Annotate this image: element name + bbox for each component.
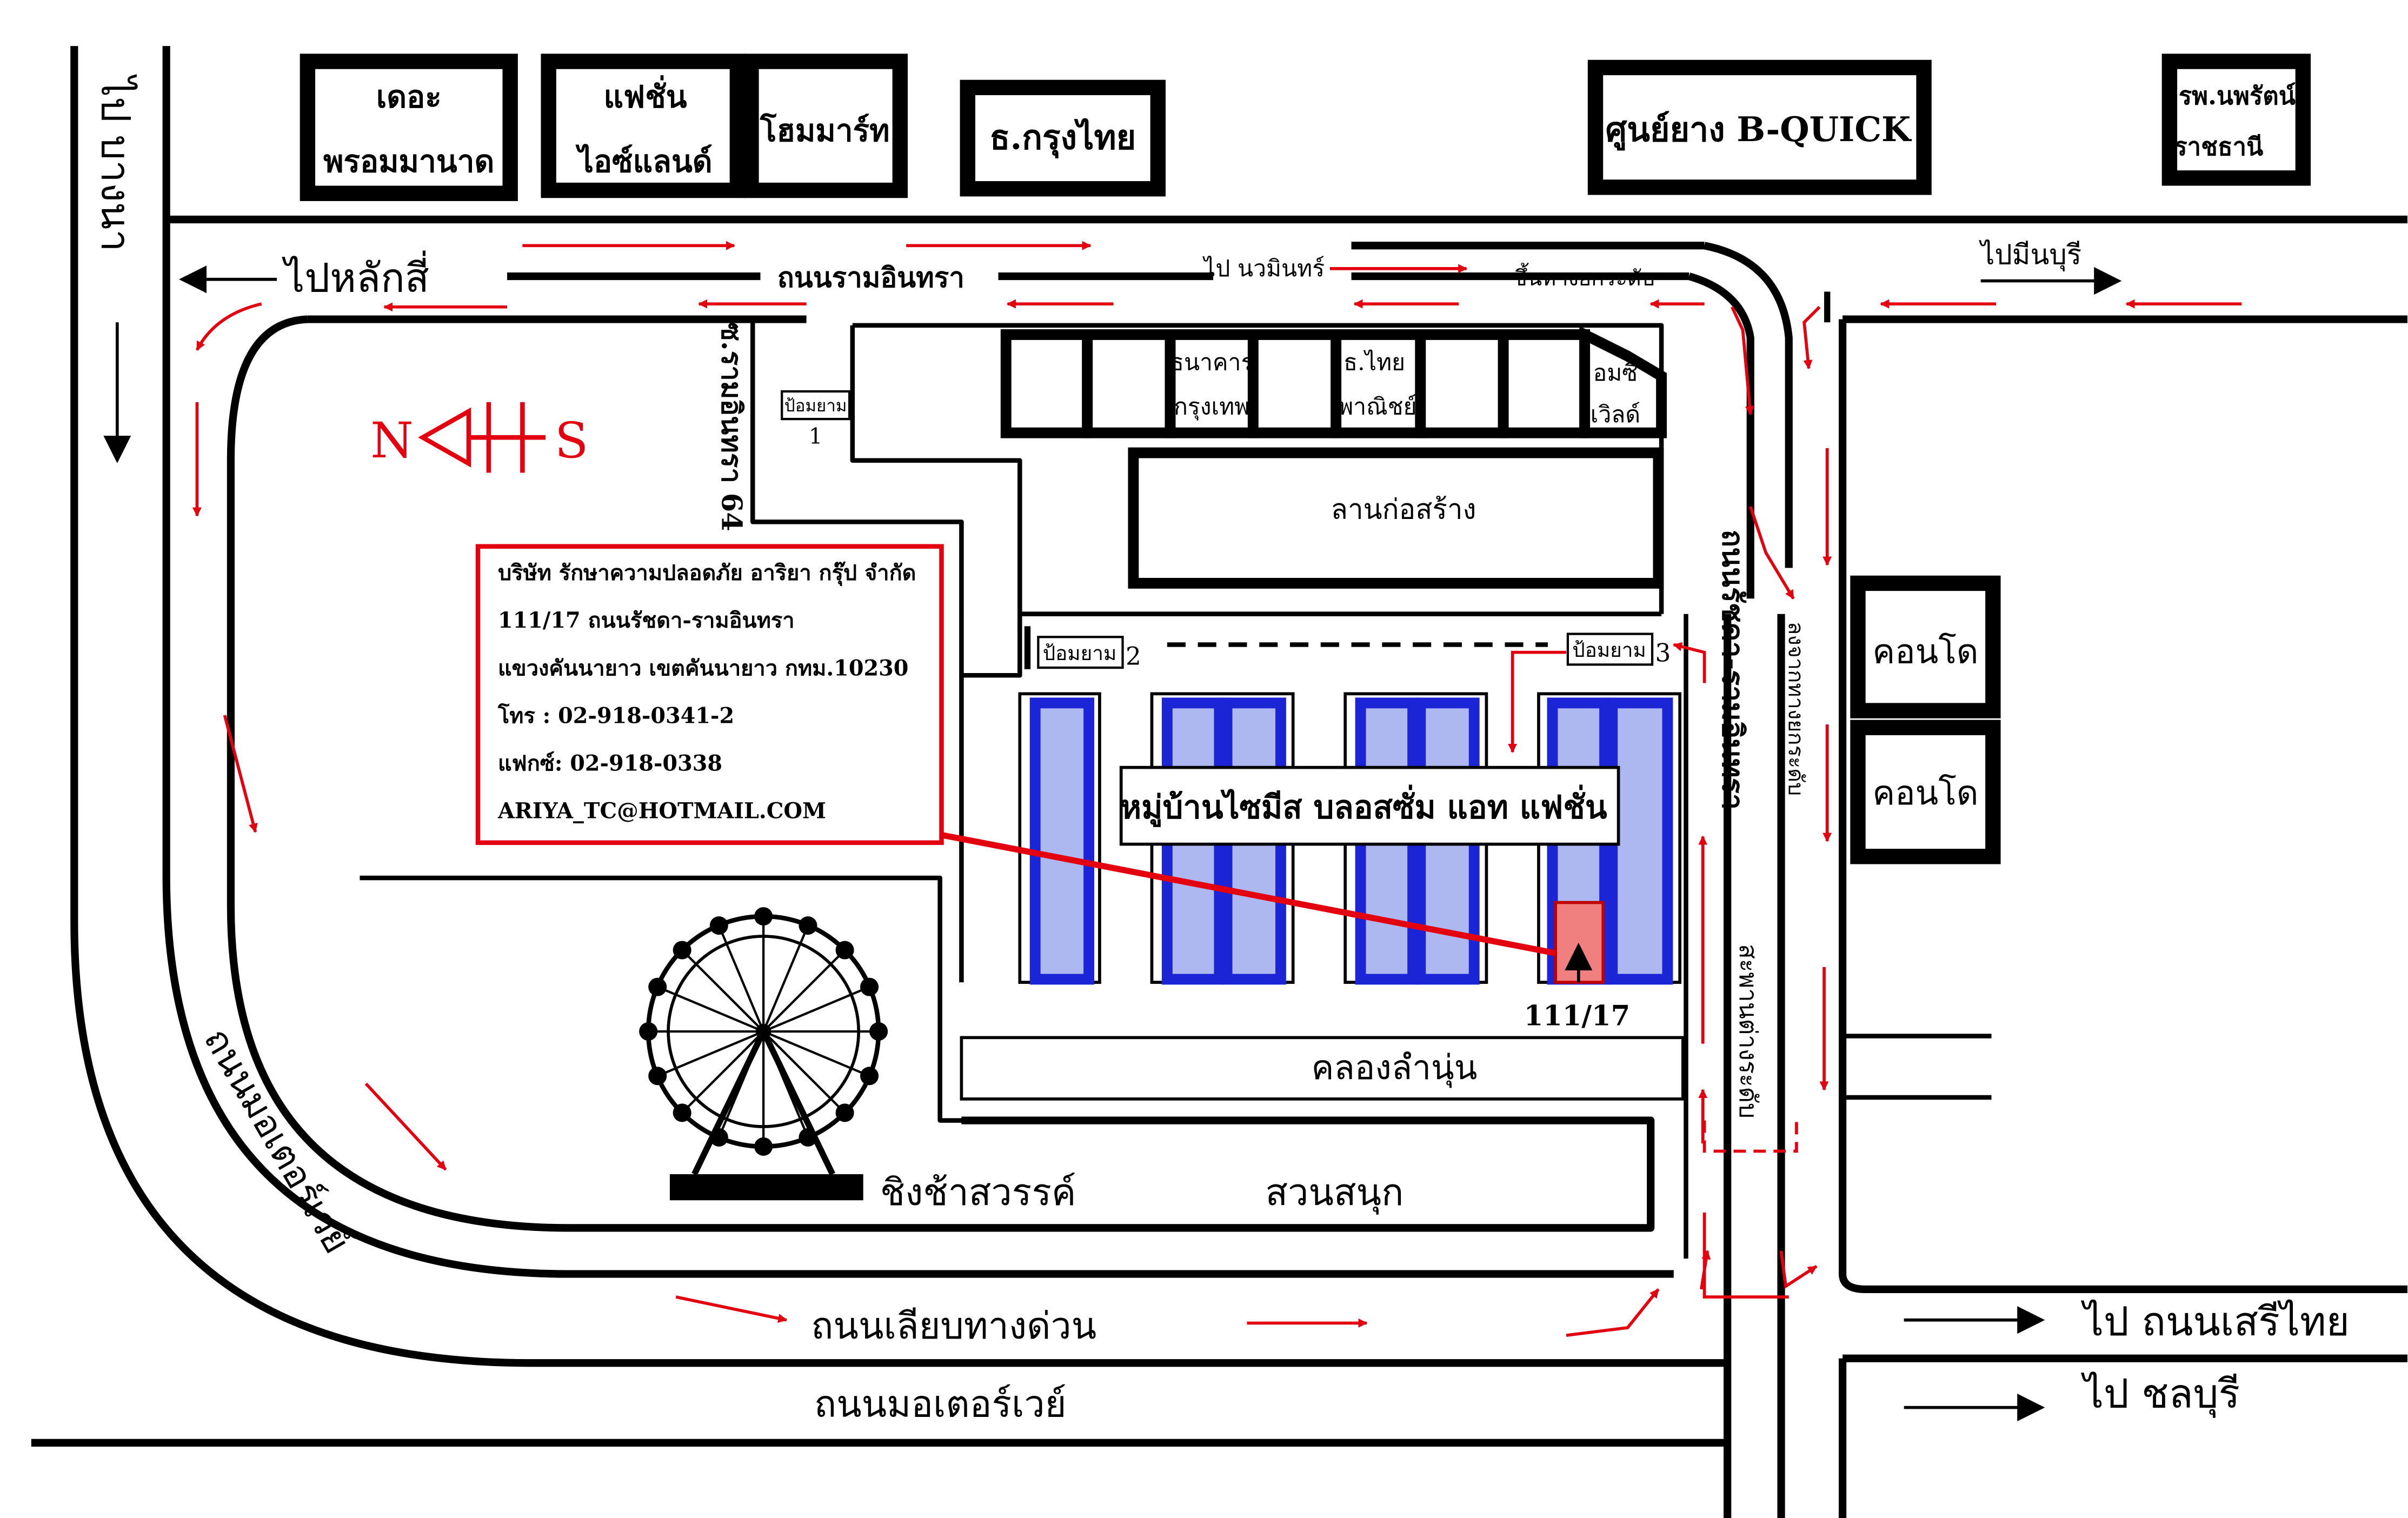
ramintra-road-label: ถนนรามอินทรา — [777, 262, 964, 294]
company-phone: โทร : 02-918-0341-2 — [497, 703, 734, 728]
to-serithai-label: ไป ถนนเสรีไทย — [2081, 1299, 2350, 1345]
scb-label-1: ธ.ไทย — [1343, 349, 1405, 376]
condo-2 — [1850, 720, 2001, 864]
target-label: 111/17 — [1524, 1000, 1630, 1033]
company-fax: แฟกซ์: 02-918-0338 — [498, 751, 722, 776]
motorway-curve-label: ถนนมอเตอร์เวย์ — [195, 1021, 358, 1261]
fashion-island-label-1: แฟชั่น — [603, 75, 687, 115]
company-address-1: 111/17 ถนนรัชดา-รามอินทรา — [498, 608, 795, 633]
company-info-box — [475, 544, 944, 845]
home-mart-building — [743, 54, 908, 198]
guard-post-1-label: ป้อมยาม — [784, 396, 847, 416]
ferris-wheel-label: ชิงช้าสวรรค์ — [880, 1171, 1076, 1214]
compass — [418, 402, 546, 473]
amc-shop — [1579, 325, 1667, 438]
traffic-arrows — [192, 241, 2242, 1337]
klong-canal — [960, 1036, 1685, 1101]
top-buildings: เดอะ พรอมมานาด แฟชั่น ไอซ์แลนด์ โฮมมาร์ท… — [300, 54, 2311, 201]
home-mart-label: โฮมมาร์ท — [760, 112, 890, 149]
guard-post-1-num: 1 — [809, 424, 822, 449]
village-name-box — [1119, 765, 1620, 846]
amc-label-1: อมซี — [1593, 359, 1638, 387]
amc-label-2: เวิลด์ — [1591, 401, 1640, 428]
the-prom-label-1: เดอะ — [376, 79, 442, 115]
construction-lot — [1128, 447, 1664, 589]
ferris-wheel-icon — [639, 907, 888, 1201]
nopparat-label-1: รพ.นพรัตน์ — [2179, 81, 2296, 110]
down-flyover-label: ลงจากทางยกระดับ — [1784, 622, 1808, 796]
nopparat-label-2: ราชธานี — [2174, 132, 2263, 161]
guard-post-2-label: ป้อมยาม — [1043, 642, 1117, 665]
bquick-label: ศูนย์ยาง B-QUICK — [1606, 109, 1912, 151]
guard-post-3-num: 3 — [1655, 639, 1671, 668]
condo-1-label: คอนโด — [1872, 632, 1978, 671]
klong-label: คลองลำนุ่น — [1312, 1048, 1478, 1088]
to-bangna-label: ไป บางนา — [92, 74, 138, 252]
guard-post-2-box — [1037, 636, 1124, 669]
bquick-building — [1587, 59, 1932, 195]
compass-s: S — [555, 412, 588, 469]
to-minburi-label: ไปมีนบุรี — [1979, 239, 2082, 271]
nopparat-hospital-building — [2161, 54, 2311, 186]
scb-label-2: พาณิชย์ — [1338, 394, 1416, 421]
up-flyover-label: ขึ้นทางยกระดับ — [1513, 263, 1655, 291]
fashion-island-building — [541, 54, 746, 198]
company-email: ARIYA_TC@HOTMAIL.COM — [497, 798, 826, 823]
the-prom-label-2: พรอมมานาด — [323, 144, 494, 179]
guard-posts: ป้อมยาม 1 ป้อมยาม 2 ป้อมยาม 3 — [781, 390, 1671, 670]
bangkok-bank-label-2: กรุงเทพ — [1174, 394, 1249, 421]
park-label: สวนสนุก — [1266, 1171, 1404, 1215]
krungthai-building — [960, 79, 1166, 197]
company-address-2: แขวงคันนายาว เขตคันนายาว กทม.10230 — [498, 656, 908, 681]
condo-1 — [1850, 575, 2001, 718]
fashion-island-label-2: ไอซ์แลนด์ — [575, 144, 712, 179]
compass-n: N — [370, 412, 414, 469]
guard-post-1-box — [781, 390, 851, 421]
construction-label: ลานก่อสร้าง — [1331, 494, 1476, 526]
company-name: บริษัท รักษาความปลอดภัย อาริยา กรุ๊ป จำก… — [498, 561, 916, 587]
bangkok-bank-label-1: ธนาคาร — [1170, 349, 1253, 376]
road-network — [31, 46, 2407, 1518]
to-nawamin-label: ไป นวมินทร์ — [1202, 255, 1325, 282]
company-info: บริษัท รักษาความปลอดภัย อาริยา กรุ๊ป จำก… — [497, 561, 916, 823]
guard-post-2-num: 2 — [1126, 642, 1141, 670]
condos: คอนโด คอนโด — [1850, 575, 2001, 864]
soi64-label: ซ.รามอินทรา 64 — [715, 322, 747, 531]
flyover-bridge-label: สะพานต่างระดับ — [1734, 944, 1762, 1118]
the-prom-building — [300, 54, 518, 201]
pointer-line — [941, 831, 1556, 956]
guard-post-3-label: ป้อมยาม — [1572, 638, 1646, 662]
to-laksi-label: ไปหลักสี่ — [282, 250, 429, 301]
motorway-road-label: ถนนมอเตอร์เวย์ — [814, 1383, 1067, 1426]
village-name: หมู่บ้านไซมีส บลอสซั่ม แอท แฟชั่น — [1120, 784, 1607, 827]
guard-post-3-box — [1566, 632, 1654, 666]
krungthai-label: ธ.กรุงไทย — [989, 117, 1136, 158]
to-chonburi-label: ไป ชลบุรี — [2081, 1371, 2240, 1419]
ratchada-road-label: ถนนรัชดา-รามอินทรา — [1716, 530, 1751, 810]
expressway-side-road-label: ถนนเลียบทางด่วน — [811, 1305, 1096, 1348]
condo-2-label: คอนโด — [1872, 773, 1978, 813]
shop-row: ธนาคาร กรุงเทพ ธ.ไทย พาณิชย์ อมซี เวิลด์… — [1000, 325, 1667, 589]
